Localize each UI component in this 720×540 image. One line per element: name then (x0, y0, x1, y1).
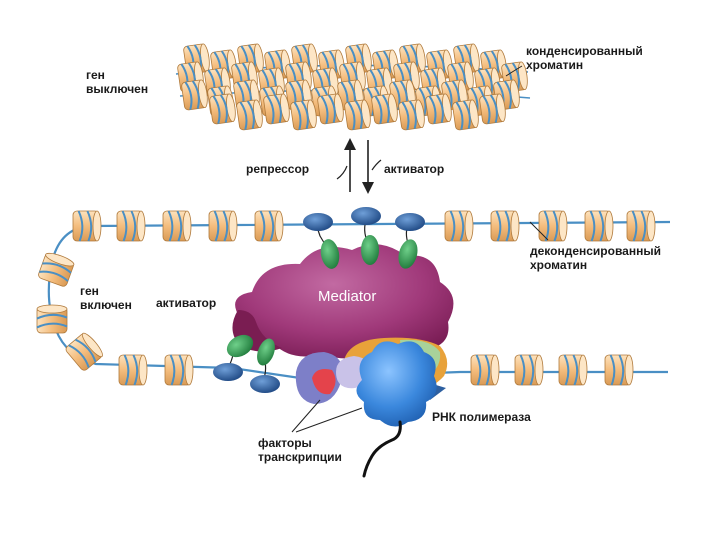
nucleosome (371, 93, 398, 125)
label-gene-on-line1: ген (80, 284, 99, 298)
nucleosome (236, 99, 263, 131)
nucleosome (209, 93, 236, 125)
label-gene-off: ген выключен (86, 68, 148, 96)
nucleosome (290, 99, 317, 131)
activator-top-group (303, 207, 425, 269)
decondensed-nucleosomes (36, 210, 656, 386)
label-decondensed-chromatin: деконденсированный хроматин (530, 244, 661, 272)
condensed-pointer (505, 65, 523, 77)
label-gene-off-line2: выключен (86, 82, 149, 96)
nucleosome (118, 354, 148, 386)
label-mediator-text: Mediator (318, 288, 377, 305)
nucleosome (254, 210, 284, 242)
nucleosome (470, 354, 500, 386)
nucleosome (36, 304, 68, 334)
label-activator-top-text: активатор (384, 162, 445, 176)
nucleosome (263, 93, 290, 125)
condensed-chromatin-fiber (175, 43, 531, 131)
label-repressor: репрессор (246, 162, 309, 176)
label-condensed-line2: хроматин (526, 58, 584, 72)
nucleosome (479, 93, 506, 125)
nucleosome (164, 354, 194, 386)
nucleosome (538, 210, 568, 242)
nucleosome (452, 99, 479, 131)
nucleosome (604, 354, 634, 386)
nucleosome (425, 93, 452, 125)
label-gene-on-line2: включен (80, 298, 132, 312)
nucleosome (65, 332, 103, 371)
factors-pointer-lines (291, 399, 363, 433)
nucleosome (181, 79, 208, 111)
rna-polymerase (356, 341, 437, 478)
nucleosome (399, 43, 426, 75)
nucleosome (444, 210, 474, 242)
nucleosome (584, 210, 614, 242)
nucleosome (514, 354, 544, 386)
label-decondensed-line1: деконденсированный (530, 244, 661, 258)
decondensed-pointer (529, 221, 549, 241)
label-repressor-text: репрессор (246, 162, 310, 176)
label-activator-top: активатор (384, 162, 444, 176)
label-activator-left-text: активатор (156, 296, 217, 310)
label-rna-polymerase: РНК полимераза (432, 410, 531, 424)
label-transcription-factors: факторы транскрипции (258, 436, 342, 464)
nucleosome (490, 210, 520, 242)
label-rna-polymerase-text: РНК полимераза (432, 410, 531, 424)
nucleosome (38, 252, 75, 287)
nucleosome (344, 99, 371, 131)
nucleosome (72, 210, 102, 242)
nucleosome (317, 93, 344, 125)
label-condensed-chromatin: конденсированный хроматин (526, 44, 643, 72)
nucleosome (558, 354, 588, 386)
nucleosome (162, 210, 192, 242)
nucleosome (208, 210, 238, 242)
label-factors-line2: транскрипции (258, 450, 342, 464)
label-gene-off-line1: ген (86, 68, 105, 82)
label-activator-left: активатор (156, 296, 216, 310)
nucleosome (398, 99, 425, 131)
label-decondensed-line2: хроматин (530, 258, 588, 272)
label-gene-on: ген включен (80, 284, 132, 312)
label-factors-line1: факторы (258, 436, 312, 450)
label-condensed-line1: конденсированный (526, 44, 643, 58)
nucleosome (116, 210, 146, 242)
equilibrium-arrows (336, 138, 382, 194)
label-mediator: Mediator (318, 288, 377, 305)
activator-left-group (213, 334, 280, 393)
nucleosome (626, 210, 656, 242)
